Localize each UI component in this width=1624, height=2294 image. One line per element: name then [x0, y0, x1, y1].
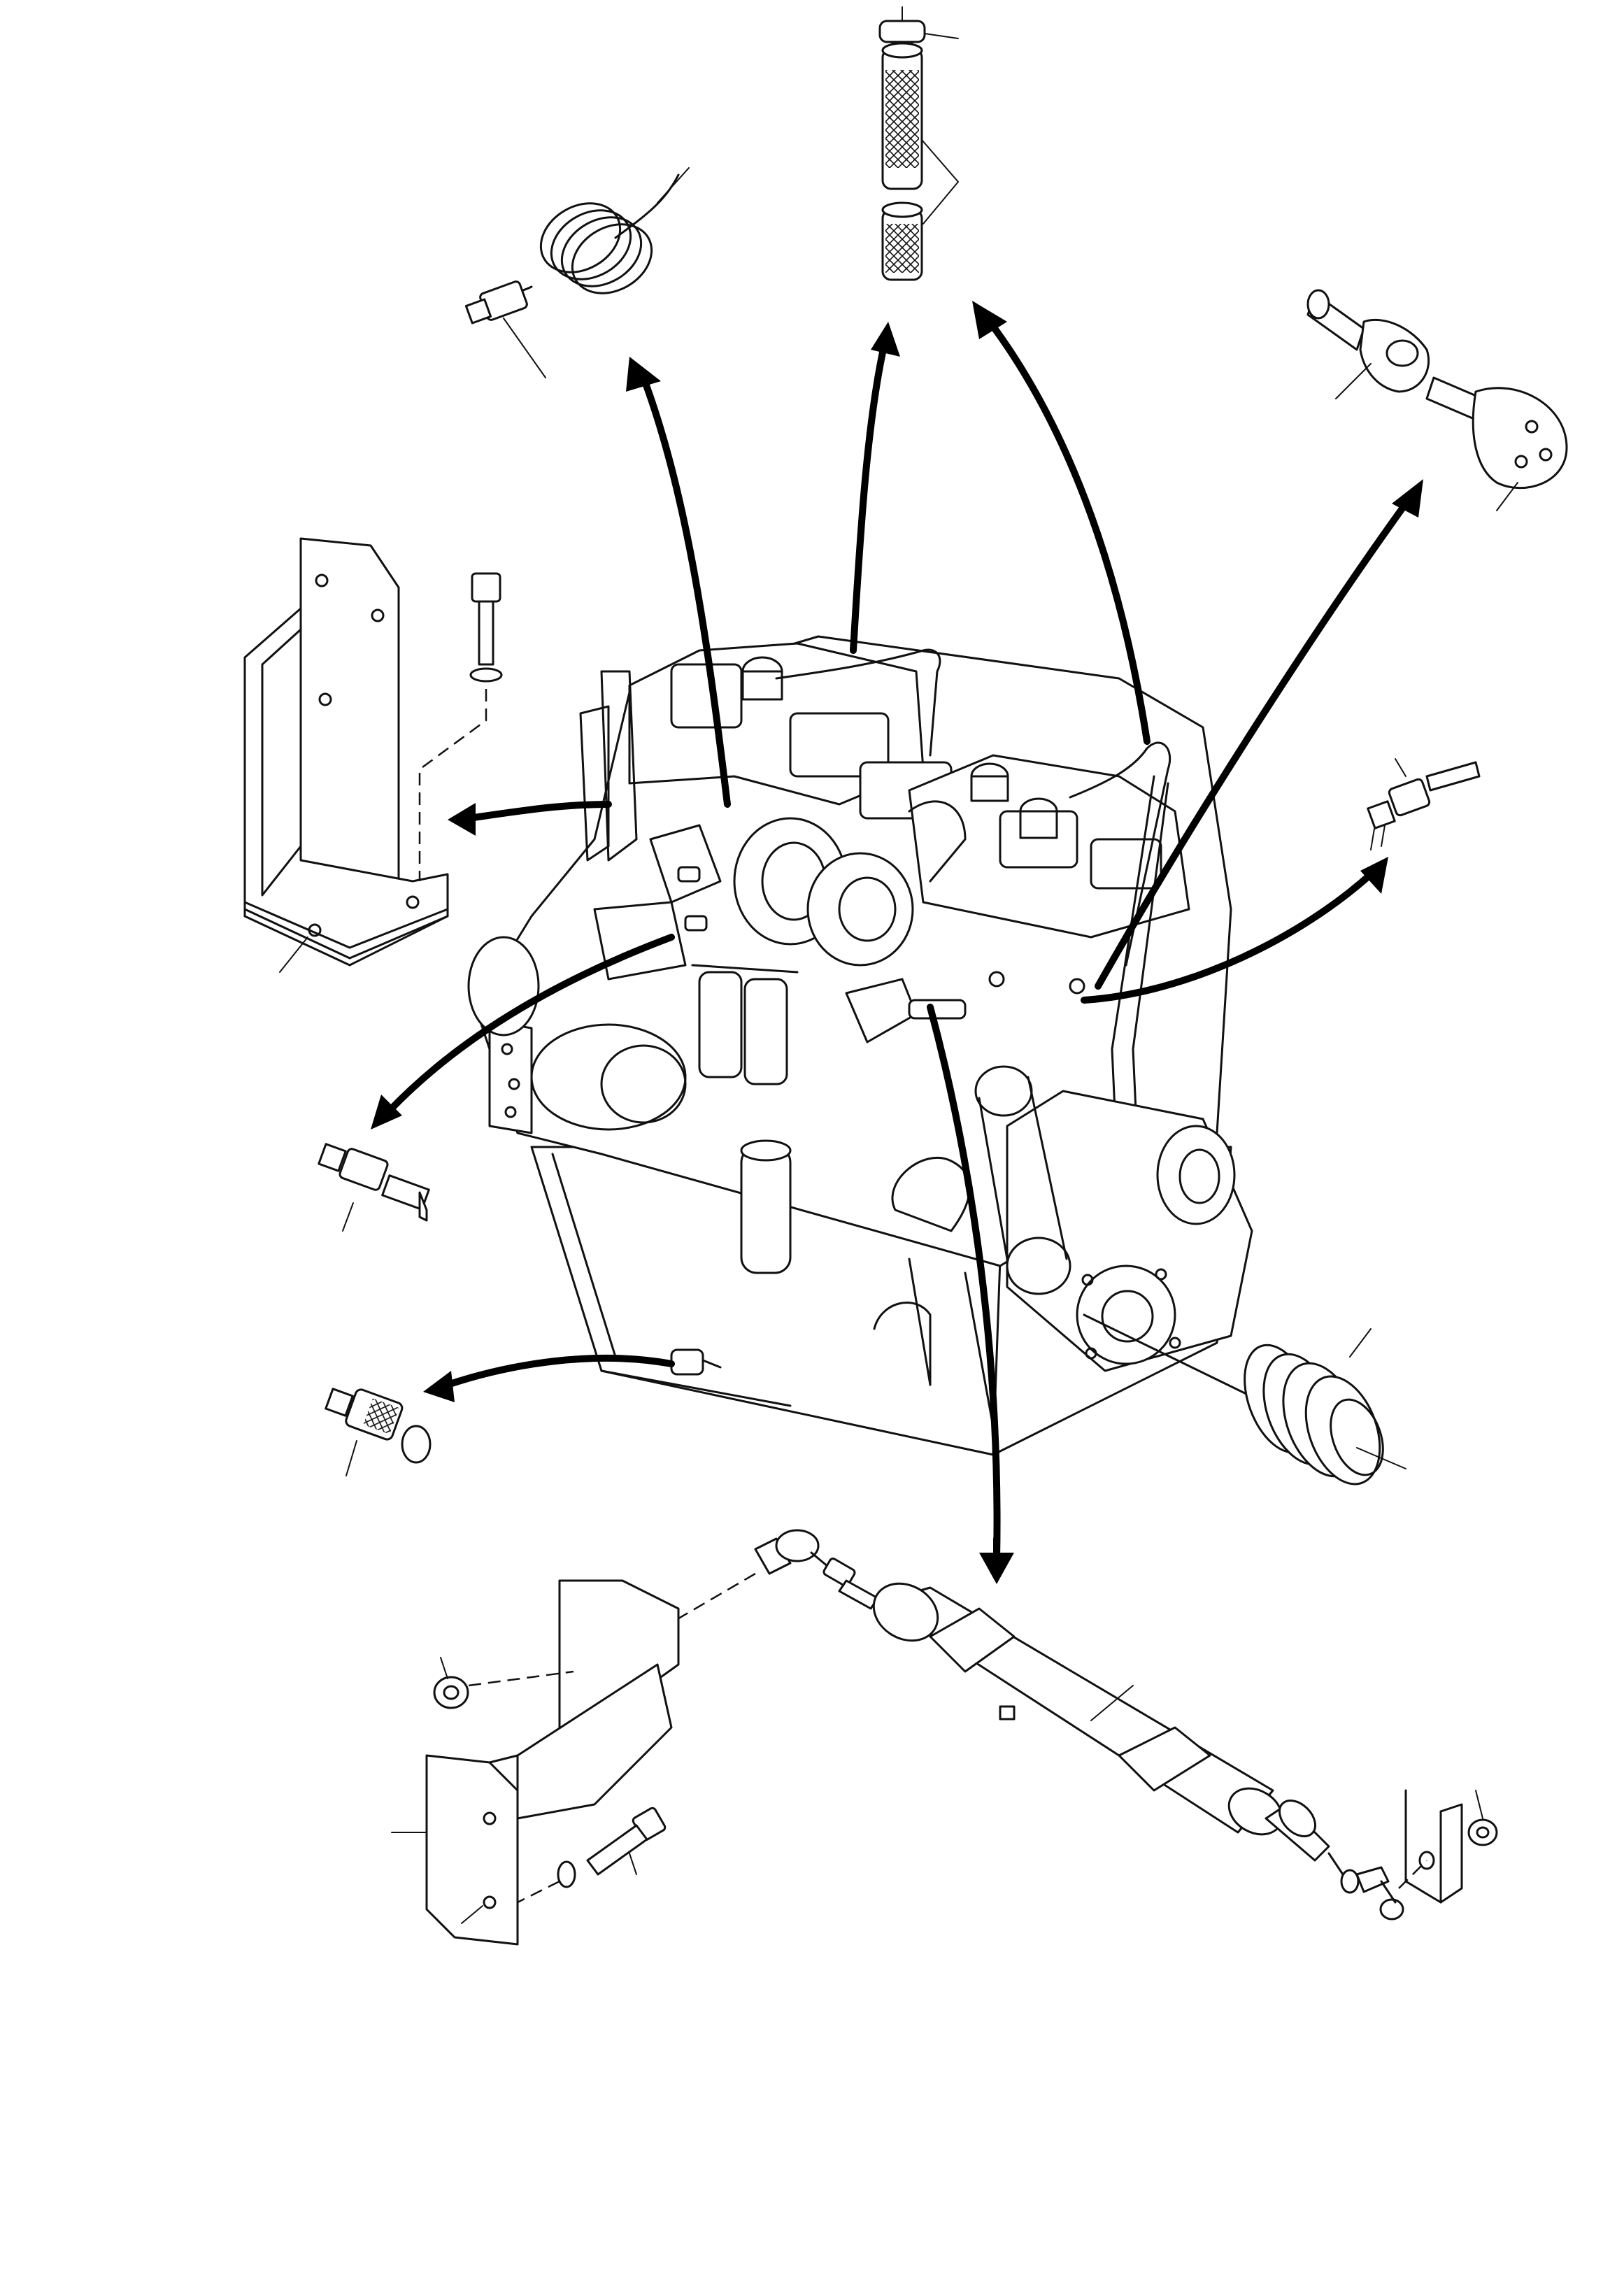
arrow-to-right-sender-head — [972, 301, 1007, 339]
bracket-lower — [391, 1579, 680, 1946]
arrow-to-sender-head — [626, 357, 661, 392]
arrow-to-solenoid-head — [1392, 479, 1423, 518]
engine-block — [467, 635, 1253, 1456]
arrow-to-sender — [640, 374, 731, 808]
nut-lower — [433, 1657, 574, 1709]
arrow-to-cylinder — [927, 1004, 1001, 1563]
solenoid-with-nut — [1306, 289, 1568, 511]
damper-bellows — [1083, 1313, 1406, 1486]
hose-with-clamp — [878, 6, 960, 281]
arrow-to-right-sender — [986, 318, 1151, 745]
oil-pressure-sender — [325, 1388, 432, 1476]
arrow-to-bracket-left — [465, 801, 612, 822]
arrows — [371, 301, 1423, 1584]
arrow-to-temp-switch-right — [1081, 871, 1374, 1004]
arrow-to-oil-sender — [444, 1354, 675, 1388]
fuel-control-cylinder — [671, 1529, 1404, 1921]
arrow-to-hose — [850, 339, 888, 654]
temperature-sender-coiled — [464, 167, 690, 378]
arrow-to-solenoid — [1095, 500, 1409, 990]
temperature-switch-right — [1367, 758, 1481, 850]
arrow-to-pressure-switch-head — [371, 1095, 402, 1130]
engine-mount-bracket-left — [243, 537, 449, 973]
arrow-to-oil-sender-head — [423, 1371, 455, 1402]
bolt-washer-left — [418, 572, 503, 881]
arrow-to-pressure-switch — [385, 934, 675, 1116]
arrow-to-cylinder-head — [979, 1553, 1014, 1584]
arrow-to-bracket-left-head — [448, 803, 476, 836]
arrow-to-temp-switch-right-head — [1360, 857, 1388, 894]
nut-right — [1398, 1789, 1498, 1904]
arrow-to-hose-head — [871, 322, 900, 357]
bolt-washer-lower — [517, 1807, 667, 1904]
pressure-switch-left — [318, 1143, 430, 1232]
